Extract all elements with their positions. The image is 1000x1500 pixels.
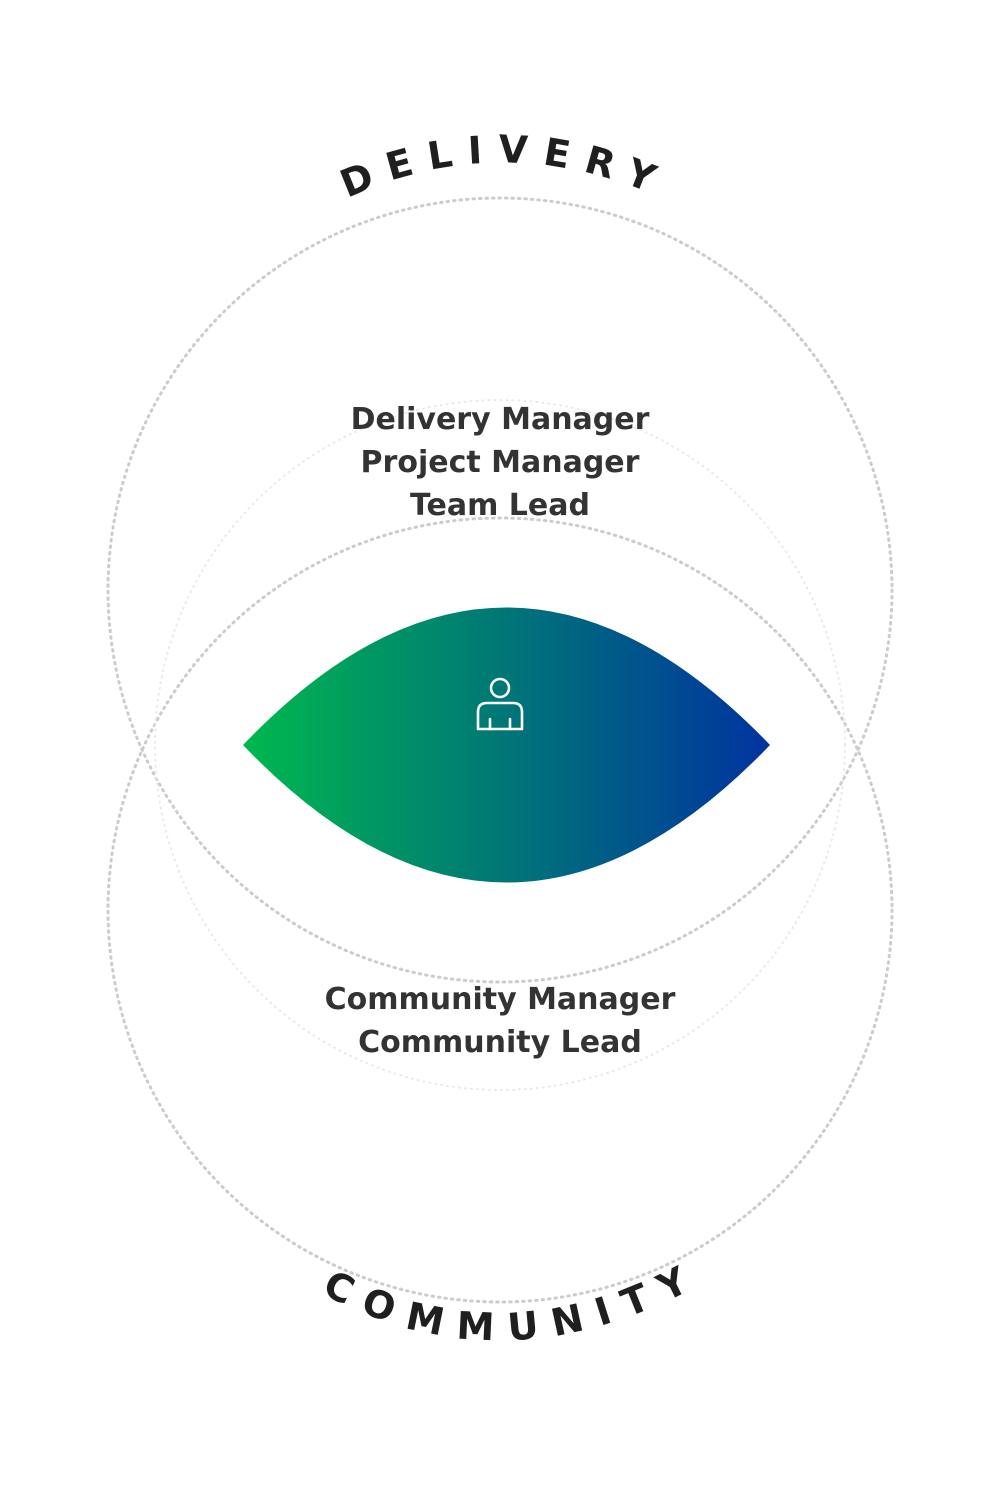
delivery-role: Delivery Manager	[351, 402, 650, 437]
community-circle-outline	[106, 516, 894, 1304]
community-role: Community Manager	[325, 982, 676, 1017]
community-role: Community Lead	[358, 1025, 642, 1060]
delivery-circle-outline	[106, 196, 894, 984]
inner-overlap-outline	[154, 399, 846, 1091]
delivery-role: Project Manager	[361, 445, 640, 480]
delivery-label: DELIVERY	[334, 127, 676, 206]
delivery-role: Team Lead	[410, 488, 590, 523]
community-label: COMMUNITY	[317, 1252, 708, 1350]
person-icon	[476, 677, 524, 731]
intersection-lens	[243, 607, 770, 883]
